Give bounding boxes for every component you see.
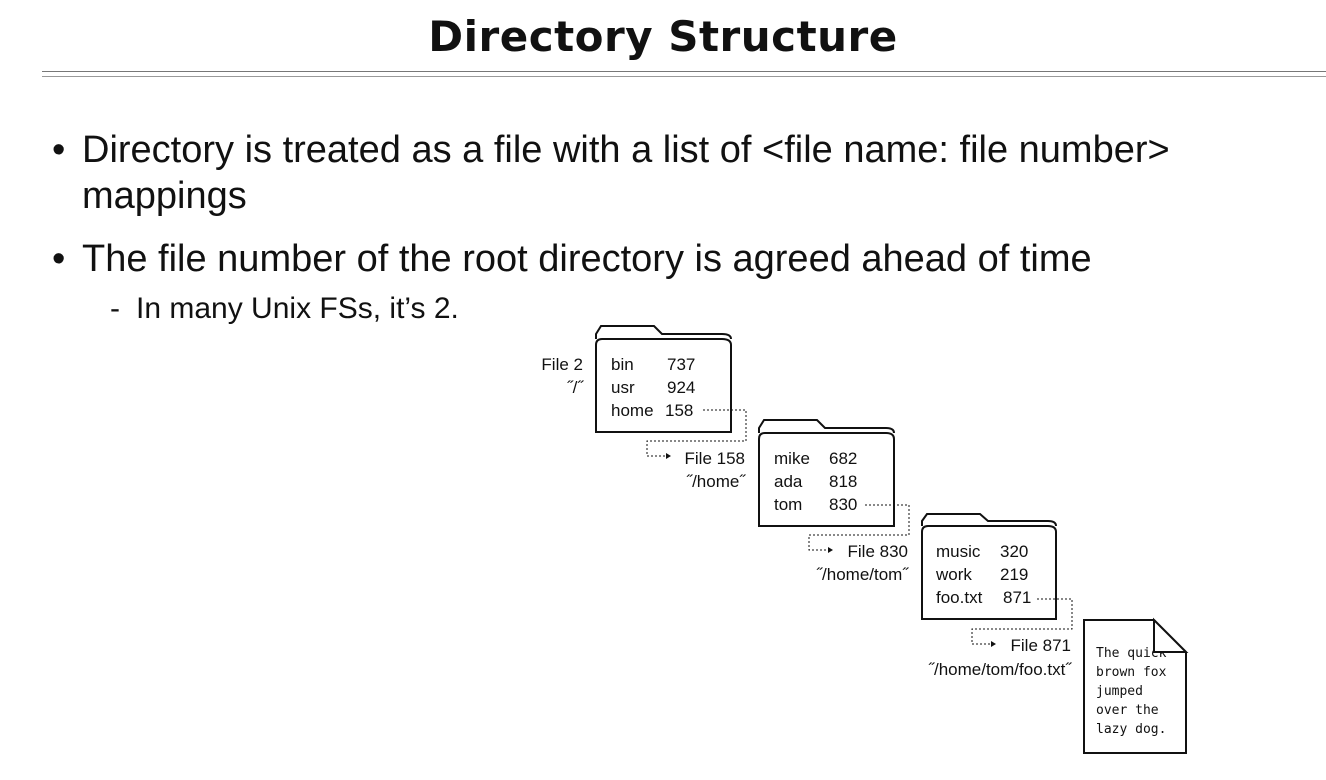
folder-root: File 2 ˝/˝ bin 737 usr 924 home 158 (541, 325, 732, 433)
sub-bullet: -In many Unix FSs, it’s 2. (110, 292, 459, 326)
foo-file-label: File 871 (1011, 636, 1071, 655)
file-foo: File 871 ˝/home/tom/foo.txt˝ The quick b… (928, 617, 1189, 754)
tom-entry-number: 320 (1000, 542, 1028, 561)
slide-title: Directory Structure (428, 12, 898, 61)
arrowhead (828, 547, 833, 553)
home-entry-name: mike (774, 449, 810, 468)
folder-icon (595, 325, 732, 433)
home-path-label: ˝/home˝ (686, 472, 746, 491)
root-entry-name: home (611, 401, 654, 420)
folder-home: File 158 ˝/home˝ mike 682 ada 818 tom 83… (685, 419, 895, 527)
root-file-label: File 2 (541, 355, 583, 374)
sub-bullet-text: In many Unix FSs, it’s 2. (136, 292, 459, 325)
bullet-2-line1: The file number of the root directory is… (82, 238, 1092, 280)
tom-entry-number: 219 (1000, 565, 1028, 584)
foo-content-line: lazy dog. (1096, 722, 1166, 737)
tom-entry-name: music (936, 542, 981, 561)
root-entry-name: bin (611, 355, 634, 374)
tom-entry-number: 871 (1003, 588, 1031, 607)
home-entry-number: 830 (829, 495, 857, 514)
root-entry-number: 924 (667, 378, 695, 397)
home-entry-name: tom (774, 495, 802, 514)
foo-content-line: brown fox (1096, 665, 1167, 680)
tom-entry-name: foo.txt (936, 588, 983, 607)
folder-tom: File 830 ˝/home/tom˝ music 320 work 219 … (816, 513, 1057, 620)
title-rule-bottom (42, 76, 1326, 77)
document-icon (1083, 619, 1187, 754)
home-entry-number: 818 (829, 472, 857, 491)
folder-icon (921, 513, 1057, 620)
foo-content-line: jumped (1096, 684, 1143, 699)
tom-file-label: File 830 (848, 542, 908, 561)
home-entry-name: ada (774, 472, 803, 491)
title-rule-top (42, 71, 1326, 72)
bullet-1-line2: mappings (82, 175, 247, 217)
foo-content-line: over the (1096, 703, 1159, 718)
connector-tom-foo (971, 598, 1073, 645)
root-entry-name: usr (611, 378, 635, 397)
foo-content-line: The quick (1096, 646, 1167, 661)
root-entry-number: 737 (667, 355, 695, 374)
arrowhead (666, 453, 671, 459)
root-path-label: ˝/˝ (567, 378, 584, 397)
dog-ear-icon (1153, 617, 1189, 653)
bullet-dot: • (52, 238, 66, 280)
bullet-dot: • (52, 129, 66, 171)
home-entry-number: 682 (829, 449, 857, 468)
tom-path-label: ˝/home/tom˝ (816, 565, 909, 584)
sub-bullet-dash: - (110, 292, 120, 325)
folder-icon (758, 419, 895, 527)
connector-home-tom (808, 504, 910, 551)
tom-entry-name: work (935, 565, 972, 584)
bullet-1-line1: Directory is treated as a file with a li… (82, 129, 1170, 171)
arrowhead (991, 641, 996, 647)
root-entry-number: 158 (665, 401, 693, 420)
foo-path-label: ˝/home/tom/foo.txt˝ (928, 660, 1072, 679)
home-file-label: File 158 (685, 449, 745, 468)
